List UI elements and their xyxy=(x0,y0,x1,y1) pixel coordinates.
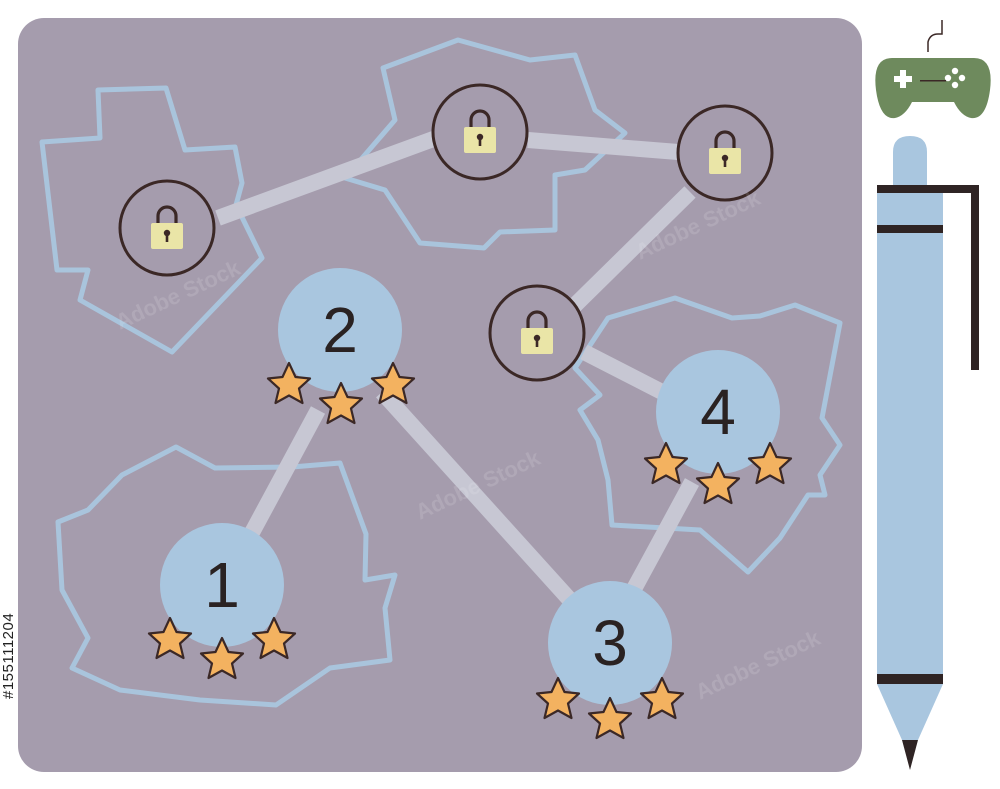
level-paths xyxy=(215,130,700,606)
pencil-icon xyxy=(877,136,979,770)
level-number: 1 xyxy=(204,549,240,621)
level-node-4[interactable]: 4 xyxy=(643,350,793,505)
region-outline xyxy=(39,85,265,355)
path-segment xyxy=(215,130,439,226)
level-node-3[interactable]: 3 xyxy=(535,581,685,740)
gamepad-icon xyxy=(875,20,991,119)
level-number: 3 xyxy=(592,607,628,679)
region-outline xyxy=(342,37,628,251)
locked-level-node[interactable] xyxy=(676,104,774,202)
region-outline xyxy=(55,444,398,708)
map-regions xyxy=(39,37,843,708)
path-segment xyxy=(580,344,666,400)
region-outline xyxy=(572,295,843,575)
path-segment xyxy=(376,386,576,606)
path-segment xyxy=(562,186,696,318)
path-segment xyxy=(527,132,679,160)
locked-level-node[interactable] xyxy=(488,284,586,382)
path-segment xyxy=(240,406,326,544)
stock-id-label: #155111204 xyxy=(0,612,17,700)
path-segment xyxy=(620,478,700,604)
level-number: 4 xyxy=(700,376,736,448)
level-node-2[interactable]: 2 xyxy=(266,268,416,425)
locked-level-node[interactable] xyxy=(431,83,529,181)
level-node-1[interactable]: 1 xyxy=(147,523,297,680)
level-number: 2 xyxy=(322,294,358,366)
locked-level-node[interactable] xyxy=(118,179,216,277)
